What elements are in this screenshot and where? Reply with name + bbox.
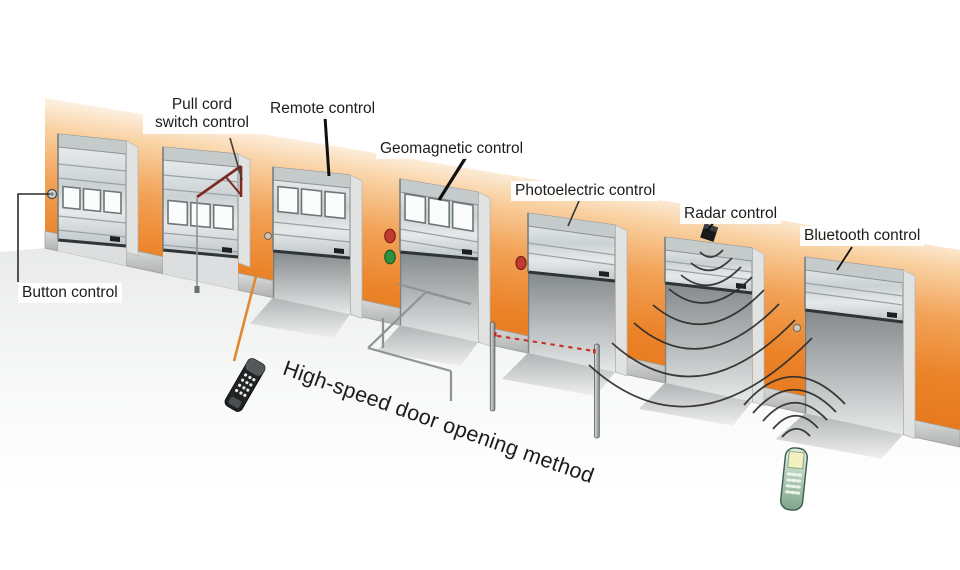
label-pull-cord-line2: switch control [155, 114, 249, 132]
door-floor-shadow [376, 325, 478, 367]
door-window [451, 200, 474, 233]
door-jamb [478, 191, 491, 347]
mobile-phone-icon [780, 447, 808, 511]
door-slot [222, 247, 232, 253]
door-window [277, 185, 299, 215]
leader-remote [323, 116, 331, 177]
door-bottom-edge [804, 308, 904, 324]
door-jamb [126, 140, 139, 257]
leader-bluetooth [836, 246, 853, 271]
door-slot [887, 312, 897, 318]
remote-control-device-icon [224, 358, 266, 412]
door-opening [528, 272, 615, 372]
door-header [805, 257, 903, 283]
door-header [400, 179, 478, 205]
traffic-lights [384, 228, 527, 271]
pull-cord-switch-icon [194, 164, 243, 293]
door-threshold [163, 250, 238, 290]
wall-bolts [264, 232, 802, 333]
door-opening [805, 310, 903, 435]
door-bottom-edge [57, 238, 127, 248]
door-unit-3 [249, 166, 363, 339]
red-light-icon [384, 228, 396, 244]
door-bottom-edge [162, 248, 239, 259]
green-light-icon [384, 249, 396, 265]
door-window [62, 185, 81, 211]
door-slot [462, 249, 472, 255]
door-header [273, 167, 350, 188]
red-light-icon [515, 255, 527, 271]
door-header [163, 147, 238, 167]
photo-post-icon [489, 321, 496, 412]
door-opening [400, 252, 478, 343]
label-photoelectric-control: Photoelectric control [511, 181, 660, 202]
door-bottom-edge [399, 250, 479, 261]
door-window [190, 201, 211, 229]
door-jamb [615, 224, 628, 377]
door-header [58, 134, 126, 154]
door-window [103, 189, 122, 215]
door-unit-4 [376, 178, 491, 367]
door-bottom-edge [527, 270, 616, 283]
label-button-control: Button control [18, 283, 122, 304]
door-window [404, 192, 427, 225]
leader-lines [17, 116, 853, 282]
photoelectric-posts [489, 321, 600, 439]
door-threshold [58, 240, 126, 266]
photo-post-icon [594, 343, 600, 439]
door-floor-shadow [775, 413, 903, 459]
door-window [428, 196, 450, 229]
leader-photoelectric [567, 200, 580, 227]
leader-button [17, 193, 50, 282]
radar-waves-icon [588, 249, 813, 408]
label-bluetooth-control: Bluetooth control [800, 226, 925, 247]
wall-baseboard [44, 230, 59, 252]
door-slot [334, 248, 344, 254]
door-opening [665, 283, 752, 402]
door-floor-shadow [638, 382, 752, 426]
leader-geomagnetic [437, 156, 468, 201]
photo-beam-dotted-ray [496, 334, 596, 353]
bolt-icon [264, 232, 272, 240]
door-bottom-edge [272, 249, 351, 260]
door-header [528, 213, 615, 238]
cord-handle [194, 286, 200, 293]
ground-loop-lines [367, 282, 472, 401]
door-window [300, 188, 323, 217]
door-window [212, 203, 234, 231]
door-window [82, 187, 102, 213]
door-jamb [752, 247, 765, 407]
door-jamb [350, 174, 363, 319]
door-window [324, 190, 346, 220]
remote-beam [232, 275, 258, 362]
door-floor-shadow [249, 297, 350, 339]
label-pull-cord-line1: Pull cord [171, 96, 233, 113]
door-unit-7 [775, 256, 916, 459]
door-window [167, 199, 189, 227]
doors [57, 133, 916, 459]
door-slot [110, 236, 120, 242]
door-floor-shadow [501, 353, 615, 396]
label-geomagnetic-control: Geomagnetic control [376, 139, 528, 160]
door-header [665, 237, 752, 261]
door-slot [599, 271, 609, 277]
floor [0, 248, 960, 570]
door-unit-5 [501, 212, 628, 396]
label-pull-cord-switch-control: Pull cord switch control [143, 95, 261, 134]
leader-pull-cord [229, 137, 243, 181]
door-unit-1 [57, 133, 139, 266]
label-remote-control: Remote control [266, 99, 380, 120]
door-jamb [903, 269, 916, 440]
label-radar-control: Radar control [680, 204, 782, 225]
bluetooth-waves-icon [743, 375, 846, 438]
bolt-icon [792, 323, 802, 333]
door-opening [273, 251, 350, 315]
door-bottom-edge [664, 281, 753, 295]
